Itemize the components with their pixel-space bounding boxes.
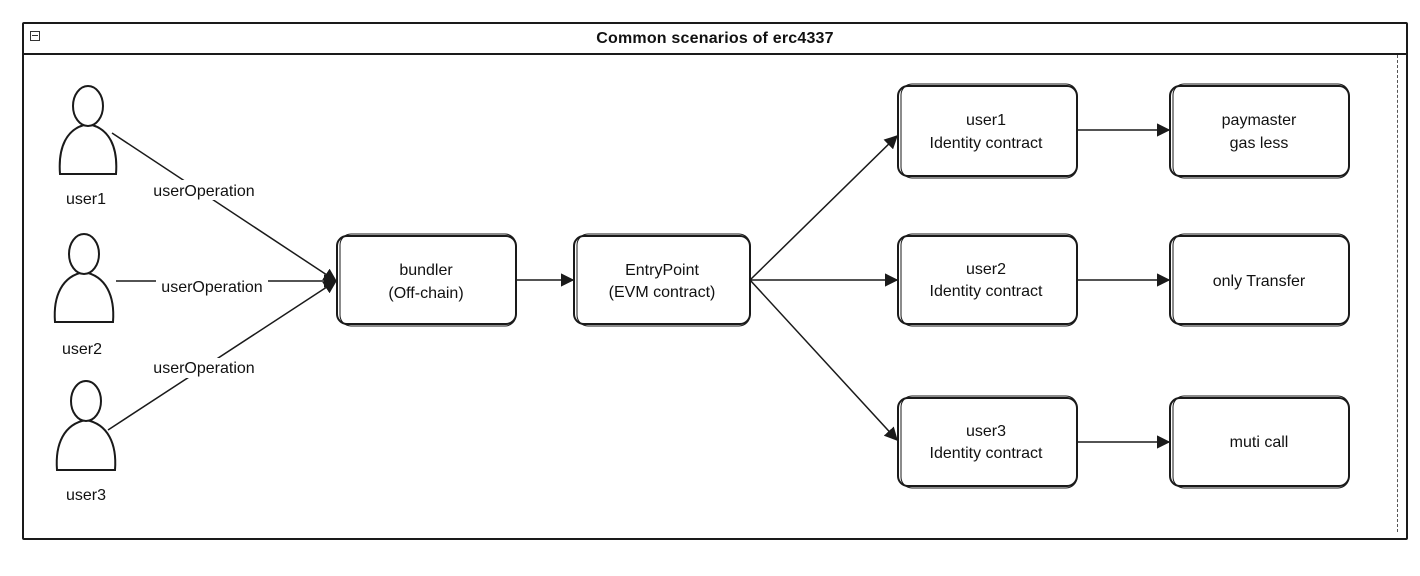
node-identity1[interactable]: user1 Identity contract bbox=[897, 83, 1078, 179]
person-icon bbox=[55, 418, 117, 471]
edge-user3-bundler bbox=[107, 280, 338, 431]
node-multicall[interactable]: muti call bbox=[1169, 395, 1350, 489]
node-identity3[interactable]: user3 Identity contract bbox=[897, 395, 1078, 489]
node-multicall-line1: muti call bbox=[1230, 434, 1289, 451]
frame-dashed-edge bbox=[1397, 55, 1398, 532]
node-identity2-line1: user2 bbox=[966, 261, 1006, 278]
actor-label-user3: user3 bbox=[66, 487, 106, 504]
node-entrypoint-line2: (EVM contract) bbox=[609, 284, 716, 301]
person-head bbox=[68, 233, 100, 275]
node-bundler[interactable]: bundler (Off-chain) bbox=[336, 233, 517, 327]
node-paymaster-line2: gas less bbox=[1230, 135, 1289, 152]
node-bundler-line2: (Off-chain) bbox=[388, 285, 463, 302]
node-bundler-line1: bundler bbox=[399, 262, 453, 279]
node-paymaster-line1: paymaster bbox=[1222, 112, 1297, 129]
node-identity3-line2: Identity contract bbox=[930, 445, 1044, 462]
frame-title-bar: Common scenarios of erc4337 bbox=[24, 24, 1406, 55]
edge-entrypoint-identity3 bbox=[749, 279, 898, 441]
node-transfer[interactable]: only Transfer bbox=[1169, 233, 1350, 327]
edge-label-user3-text: userOperation bbox=[153, 360, 254, 377]
actor-label-user1: user1 bbox=[66, 191, 106, 208]
edge-label-user2-text: userOperation bbox=[161, 279, 262, 296]
actor-user3[interactable]: user3 bbox=[55, 380, 117, 504]
edge-label-user2: userOperation bbox=[156, 277, 268, 297]
edge-label-user1-text: userOperation bbox=[153, 183, 254, 200]
node-identity2-line2: Identity contract bbox=[930, 283, 1044, 300]
edge-label-user3: userOperation bbox=[148, 358, 260, 378]
node-paymaster[interactable]: paymaster gas less bbox=[1169, 83, 1350, 179]
actor-user1[interactable]: user1 bbox=[58, 85, 118, 208]
person-icon bbox=[53, 270, 115, 323]
actor-user2[interactable]: user2 bbox=[53, 233, 115, 358]
node-transfer-line1: only Transfer bbox=[1213, 273, 1306, 290]
actor-label-user2: user2 bbox=[62, 341, 102, 358]
edge-label-user1: userOperation bbox=[148, 180, 260, 200]
person-head bbox=[70, 380, 102, 422]
person-head bbox=[72, 85, 104, 127]
node-identity3-line1: user3 bbox=[966, 423, 1006, 440]
node-entrypoint-line1: EntryPoint bbox=[625, 262, 699, 279]
node-identity2[interactable]: user2 Identity contract bbox=[897, 233, 1078, 327]
node-identity1-line1: user1 bbox=[966, 112, 1006, 129]
collapse-toggle-icon[interactable] bbox=[30, 31, 40, 41]
node-identity1-line2: Identity contract bbox=[930, 135, 1044, 152]
person-icon bbox=[58, 122, 118, 175]
node-entrypoint[interactable]: EntryPoint (EVM contract) bbox=[573, 233, 751, 327]
edge-entrypoint-identity1 bbox=[749, 135, 898, 281]
edge-user1-bundler bbox=[111, 132, 338, 282]
frame-title: Common scenarios of erc4337 bbox=[596, 30, 834, 47]
